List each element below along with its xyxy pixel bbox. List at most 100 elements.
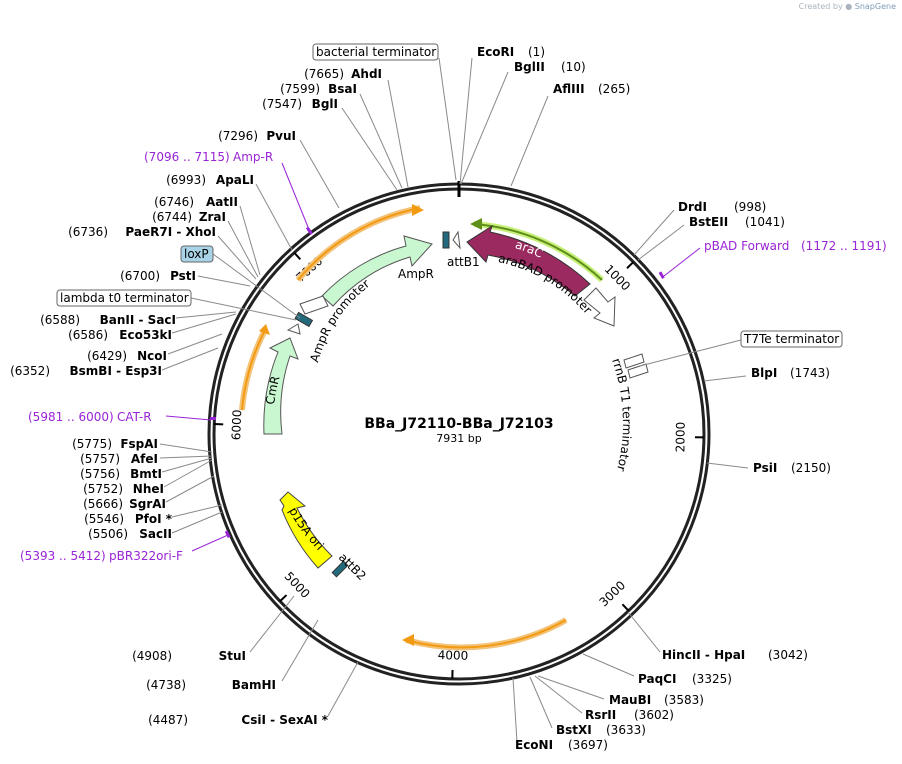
- site-nhei: (5752)NheI: [83, 482, 164, 496]
- leader-pvui: [299, 139, 340, 209]
- leader-blpi: [703, 375, 747, 382]
- site-sgrai: (5666)SgrAI: [83, 497, 166, 511]
- leader-rsrii: [534, 675, 583, 714]
- leader-csii: [327, 661, 359, 717]
- tick-mark-1000: [626, 261, 635, 269]
- feature-arac-shape: [466, 224, 591, 297]
- leader-paqci: [582, 653, 635, 677]
- tick-label-6000: 6000: [229, 409, 244, 440]
- primer-cat-r-mark: [210, 417, 216, 420]
- leader-t7te-terminator: [639, 339, 742, 367]
- orf-arc-bottom-head: [402, 634, 414, 646]
- feature-ampr-promoter-shape: [299, 295, 329, 315]
- leader-bamhi: [281, 619, 319, 682]
- site-csii: (4487)CsiI - SexAI *: [148, 713, 329, 727]
- feature-attb1-marker: [442, 231, 450, 249]
- box-t7te-terminator-label: T7Te terminator: [743, 332, 839, 346]
- leader-fspai: [159, 443, 213, 453]
- leader-loxp: [212, 253, 301, 319]
- primers: pBAD Forward(1172 .. 1191) (7096 .. 7115…: [20, 150, 887, 563]
- site-afei: (5757)AfeI: [80, 452, 158, 466]
- leader-nhei: [163, 459, 213, 488]
- tick-mark-3000: [621, 603, 630, 612]
- leader-sgrai: [165, 475, 215, 503]
- leader-bsai: [359, 93, 403, 189]
- leader-bglii: [460, 71, 509, 185]
- site-ecori: EcoRI(1): [477, 45, 545, 59]
- site-stui: (4908)StuI: [132, 649, 246, 663]
- site-zrai: (6744)ZraI: [152, 210, 226, 224]
- feature-attb2-marker: [331, 560, 349, 578]
- leader-amp-r: [281, 162, 309, 228]
- feature-attb1-label: attB1: [447, 255, 480, 269]
- sites-right: EcoRI(1) BglII(10) AflIII(265) DrdI(998)…: [459, 45, 831, 752]
- site-psti: (6700)PstI: [120, 269, 196, 283]
- site-bsmbi: (6352)BsmBI - Esp3I: [10, 364, 162, 378]
- tick-label-2000: 2000: [673, 422, 687, 453]
- feature-arabad-shape: [583, 287, 616, 327]
- feature-ampr-shape: [321, 235, 433, 307]
- tick-mark-5000: [279, 594, 288, 602]
- site-psii: PsiI(2150): [753, 461, 831, 475]
- orf-arc-bottom-line: [405, 619, 567, 649]
- site-bamhi: (4738)BamHI: [146, 678, 276, 692]
- box-bacterial-terminator: [312, 43, 439, 61]
- tick-label-4000: 4000: [437, 648, 468, 663]
- leader-bstxi: [529, 676, 553, 729]
- site-eco53ki: (6586)Eco53kI: [68, 328, 172, 342]
- site-fspai: (5775)FspAI: [72, 437, 158, 451]
- feature-rrnb-shape: [623, 353, 645, 369]
- feature-ampr-label: AmpR: [398, 267, 434, 281]
- site-bmti: (5756)BmtI: [80, 467, 162, 481]
- primer-pbr322ori-f-mark: [224, 530, 231, 539]
- box-loxp: [180, 245, 214, 263]
- leader-pbad-forward: [663, 247, 701, 277]
- snapgene-logo-icon: ●: [845, 2, 853, 11]
- leader-stui: [249, 595, 295, 653]
- credit-brand: SnapGene: [854, 2, 896, 11]
- features: AmpR AmpR promoter CmR araC araBAD promo…: [263, 224, 649, 583]
- site-ahdi: (7665)AhdI: [304, 67, 382, 81]
- leader-afei: [159, 455, 213, 459]
- leader-drdi: [633, 209, 675, 256]
- orf-arc-arac-head: [470, 218, 482, 230]
- site-pfoi: (5546)PfoI *: [84, 512, 173, 526]
- leader-aatii: [239, 205, 261, 276]
- leader-sacii: [171, 511, 223, 534]
- site-bgli: (7547)BglI: [262, 97, 338, 111]
- primer-pbad-forward: pBAD Forward(1172 .. 1191): [704, 239, 887, 253]
- leader-eco53ki: [171, 313, 237, 334]
- site-rsrii: RsrII(3602): [585, 708, 674, 722]
- leader-lambda-terminator: [190, 297, 297, 321]
- box-loxp-label: loxP: [184, 247, 209, 261]
- site-bsteii: BstEII(1041): [689, 215, 785, 229]
- orf-arc-bottom: [405, 617, 568, 651]
- snapgene-credit: Created by ● SnapGene: [799, 2, 896, 11]
- leader-xhoi: [217, 235, 257, 280]
- site-baniis: (6588)BanII - SacI: [40, 313, 176, 327]
- feature-cmr-label: CmR: [263, 374, 282, 405]
- leader-psti: [197, 275, 251, 287]
- site-ncoi: (6429)NcoI: [87, 349, 167, 363]
- site-paqci: PaqCI(3325): [638, 672, 732, 686]
- site-hincii: HincII - HpaI(3042): [662, 648, 808, 662]
- site-sacii: (5506)SacII: [88, 527, 172, 541]
- leader-afliii: [510, 95, 549, 187]
- site-xhoi: (6736)PaeR7I - XhoI: [68, 225, 216, 239]
- leader-bsmbi: [161, 347, 219, 371]
- leader-bsteii: [637, 224, 685, 261]
- site-bsai: (7599)BsaI: [280, 82, 357, 96]
- site-apali: (6993)ApaLI: [166, 173, 254, 187]
- box-bacterial-terminator-label: bacterial terminator: [316, 45, 436, 59]
- site-bstxi: BstXI(3633): [556, 723, 646, 737]
- leader-bacterial-terminator: [438, 57, 457, 181]
- feature-attb1-arrow: [452, 230, 461, 250]
- plasmid-length: 7931 bp: [436, 432, 481, 445]
- leader-ahdi: [387, 79, 409, 188]
- site-pvui: (7296)PvuI: [218, 129, 296, 143]
- leader-psii: [706, 462, 749, 469]
- primer-pbr322ori-f: (5393 .. 5412)pBR322ori-F: [20, 549, 183, 563]
- credit-prefix: Created by: [798, 2, 843, 11]
- leader-econi: [512, 677, 518, 743]
- primer-cat-r: (5981 .. 6000)CAT-R: [28, 410, 152, 424]
